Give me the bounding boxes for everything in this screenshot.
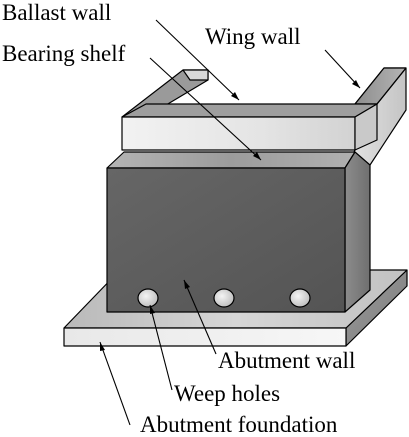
weep-hole [213, 288, 235, 308]
label-abutment-wall: Abutment wall [218, 348, 355, 373]
bearing-shelf-shape [106, 151, 356, 169]
weep-holes-group [137, 288, 311, 308]
weep-hole [289, 288, 311, 308]
weep-hole [137, 288, 159, 308]
label-wing-wall: Wing wall [205, 24, 301, 49]
abutment-wall-shape [106, 151, 371, 313]
leader-lines [99, 19, 361, 426]
ballast-wall-shape [121, 103, 378, 151]
label-weep-holes: Weep holes [174, 381, 280, 406]
label-ballast-wall: Ballast wall [2, 0, 111, 25]
label-abutment-foundation: Abutment foundation [140, 412, 338, 437]
label-bearing-shelf: Bearing shelf [2, 41, 126, 66]
